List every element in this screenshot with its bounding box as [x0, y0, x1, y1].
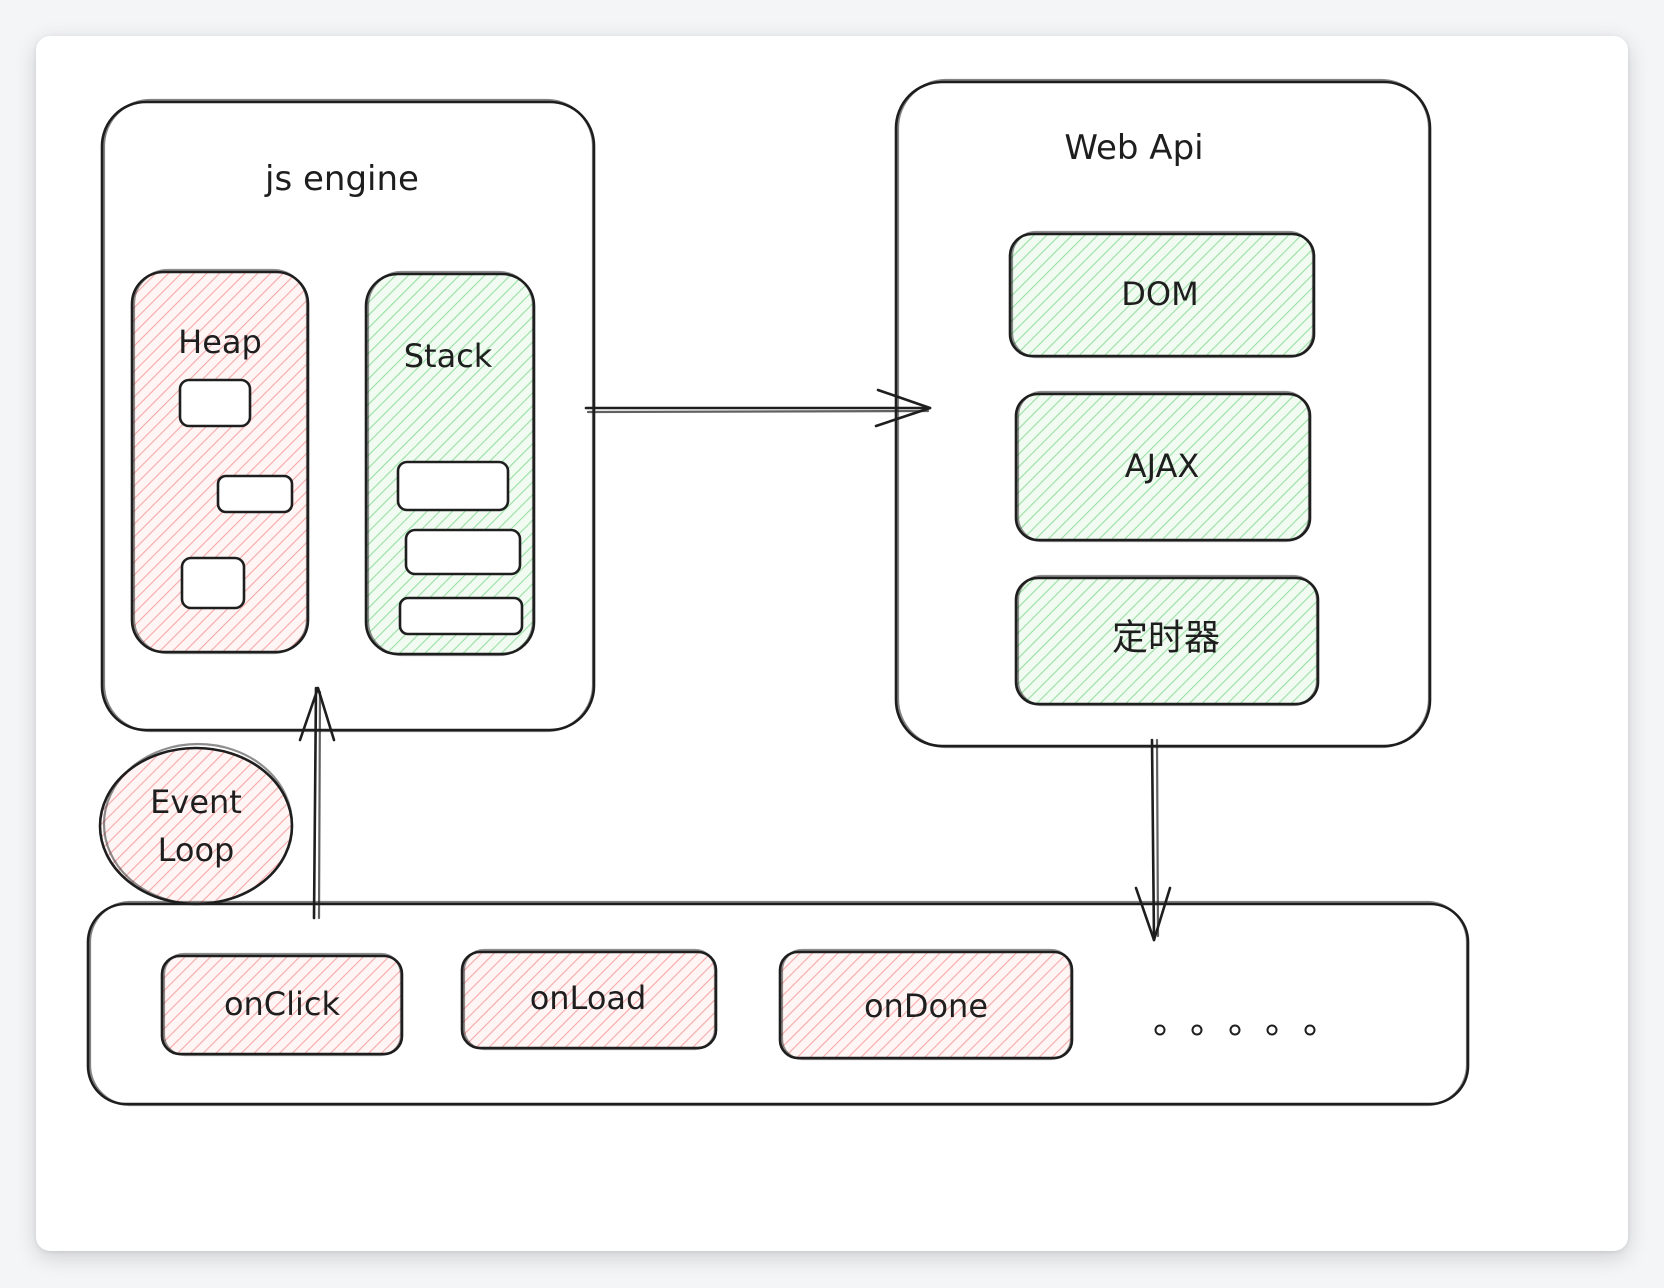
heap-box: [130, 268, 310, 655]
diagram-canvas: js engine Heap Stack Web Api: [36, 36, 1628, 1251]
event-loop-line2: Loop: [158, 831, 235, 869]
onclick-box: [160, 952, 404, 1057]
ondone-box: [778, 948, 1074, 1061]
onclick-label: onClick: [224, 985, 341, 1023]
web-api-box: [894, 78, 1432, 749]
dom-label: DOM: [1121, 275, 1198, 313]
dom-box: [1008, 230, 1316, 359]
diagram-svg: js engine Heap Stack Web Api: [86, 78, 1470, 1107]
event-loop-circle: [98, 742, 294, 906]
arrow-queue-to-engine: [298, 686, 336, 920]
ajax-box: [1014, 390, 1312, 543]
heap-object-3: [180, 556, 246, 610]
stack-frame-1: [396, 460, 510, 512]
timer-label: 定时器: [1112, 618, 1220, 659]
callback-queue-box: [86, 900, 1470, 1107]
queue-ellipsis: [1154, 1024, 1316, 1036]
js-engine-title: js engine: [264, 159, 419, 199]
heap-label: Heap: [178, 323, 262, 361]
heap-object-1: [178, 378, 252, 428]
arrow-engine-to-webapi: [584, 388, 932, 428]
stack-frame-3: [398, 596, 524, 636]
onload-box: [460, 948, 718, 1051]
stack-frame-2: [404, 528, 522, 576]
ajax-label: AJAX: [1125, 447, 1200, 485]
js-engine-box: [100, 98, 596, 733]
ondone-label: onDone: [864, 987, 988, 1025]
web-api-title: Web Api: [1064, 128, 1203, 168]
arrow-webapi-to-queue: [1134, 738, 1172, 942]
event-loop-line1: Event: [150, 783, 242, 821]
onload-label: onLoad: [530, 979, 647, 1017]
stack-label: Stack: [404, 337, 493, 375]
heap-object-2: [216, 474, 294, 514]
timer-box: [1014, 574, 1320, 707]
